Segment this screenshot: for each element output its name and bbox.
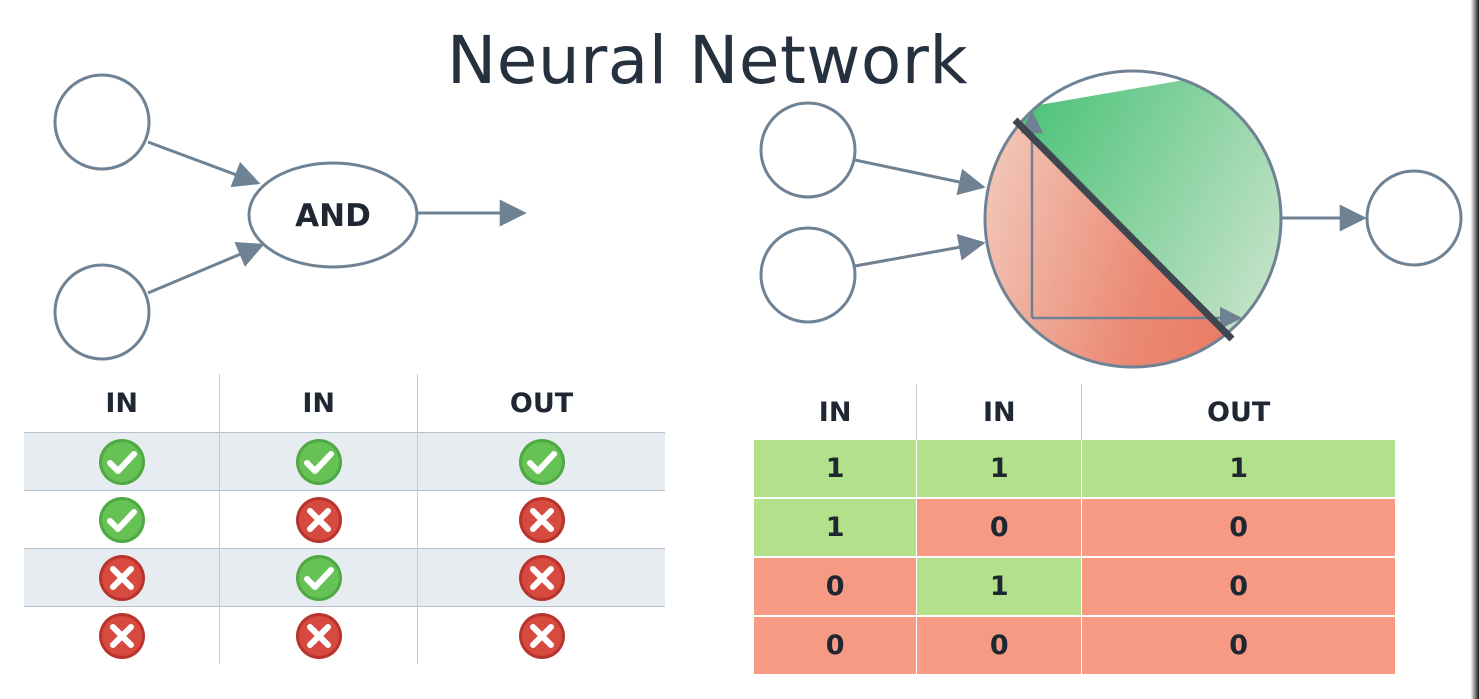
cross-circle-icon [295,612,342,659]
table-cell: 1 [1081,440,1395,499]
table-row [24,606,665,665]
input-edge-2 [147,241,265,295]
table-cell: 0 [1081,498,1395,558]
table-cell [24,432,221,491]
perceptron-outline [983,69,1283,369]
table-cell: 1 [754,498,918,558]
table-row [24,432,665,491]
check-circle-icon [295,554,342,601]
check-circle-icon [98,438,145,485]
output-node [1365,169,1463,267]
table-cell [24,606,221,664]
positive-region [1010,71,1281,367]
table-cell [219,606,419,664]
table-cell [417,432,665,491]
table-cell [418,491,665,549]
table-cell: 0 [1081,557,1395,617]
table-cell: 0 [1081,616,1395,676]
check-circle-icon [295,438,342,485]
page-title: Neural Network [446,22,969,99]
cross-circle-icon [518,554,565,601]
table-cell [24,490,221,549]
left-header-out: OUT [509,387,574,419]
table-cell: 1 [916,557,1083,617]
input-edge-3 [854,158,986,196]
table-cell: 1 [916,440,1083,499]
left-header-in-1: IN [24,374,221,433]
table-cell [418,607,665,665]
input-node-2 [53,263,151,361]
cross-circle-icon [518,612,565,659]
table-cell: 0 [916,616,1083,676]
left-header-in-2: IN [219,374,419,433]
input-node-1 [53,73,151,171]
cross-circle-icon [98,612,145,659]
input-edge-1 [147,140,261,188]
cross-circle-icon [98,554,145,601]
table-cell: 0 [754,557,918,617]
table-cell [417,548,665,607]
input-node-3 [759,101,857,199]
check-circle-icon [518,438,565,485]
window-edge [1471,0,1479,699]
input-edge-4 [854,234,986,268]
table-cell [24,548,221,607]
network-diagram: AND [53,69,1463,369]
input-node-4 [759,226,857,324]
decision-boundary-line [1012,117,1235,342]
perceptron-node [985,71,1281,367]
table-cell: 0 [916,498,1083,558]
and-truth-table-icons: IN IN OUT [24,374,665,664]
table-cell [219,432,419,491]
right-header-in-1: IN [754,384,918,440]
table-cell: 0 [754,616,918,676]
cross-circle-icon [518,496,565,543]
table-cell: 1 [754,440,918,499]
check-circle-icon [98,496,145,543]
cross-circle-icon [295,496,342,543]
and-node-label: AND [295,198,371,234]
right-header-out: OUT [1207,396,1271,428]
negative-region [985,71,1281,367]
right-header-in-2: IN [916,384,1083,440]
table-row [24,490,665,549]
table-cell [219,490,419,549]
table-cell [219,548,419,607]
table-row [24,548,665,607]
and-node [247,161,419,269]
